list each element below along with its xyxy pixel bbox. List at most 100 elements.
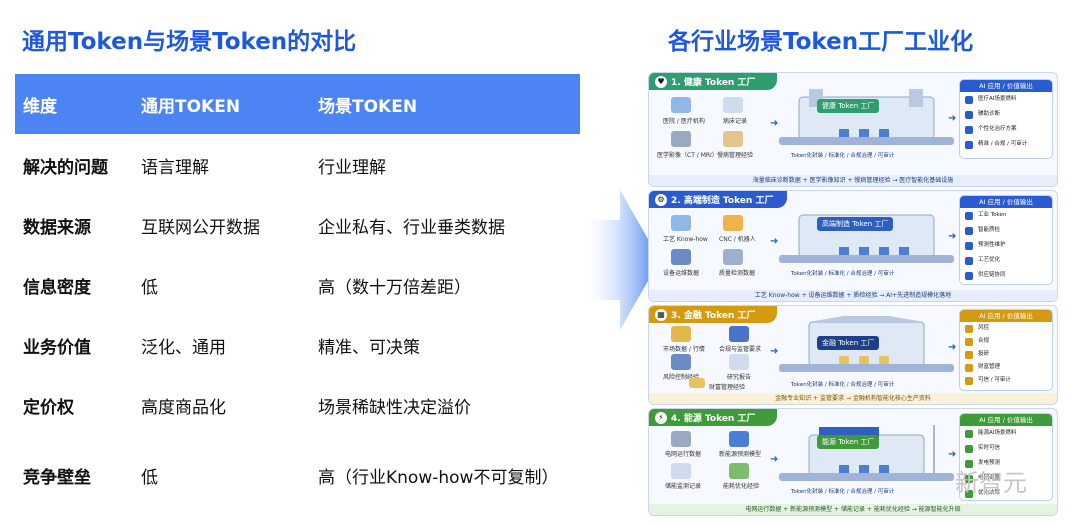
arrow-icon: ➜ — [770, 236, 779, 247]
output-item: 电网调度 — [960, 471, 1052, 486]
input-label: 新能源预测模型 — [719, 451, 762, 458]
input-label: 合规与监管要求 — [719, 346, 762, 353]
output-item: 个性化治疗方案 — [960, 122, 1052, 137]
dimension-cell: 解决的问题 — [23, 158, 108, 178]
shield-icon — [965, 325, 973, 333]
grid-icon — [965, 475, 973, 483]
magnifier-icon — [723, 249, 743, 265]
dimension-cell: 竞争壁垒 — [23, 468, 91, 488]
arrow-icon: ➜ — [770, 454, 779, 465]
ai-icon — [965, 96, 973, 104]
output-head: AI 应用 / 价值输出 — [960, 80, 1052, 92]
check-icon — [965, 377, 973, 385]
robot-icon — [723, 215, 743, 231]
table-row: 数据来源 互联网公开数据 企业私有、行业垂类数据 — [15, 194, 580, 254]
factory-caption: Token化封装 / 标准化 / 合规治理 / 可审计 — [791, 382, 895, 388]
panel-head: ⚡ 4. 能源 Token 工厂 — [649, 409, 777, 426]
wrench-icon — [965, 242, 973, 250]
input-label: 医学影像（CT / MRI） — [657, 152, 718, 159]
output-item: 辅助诊断 — [960, 107, 1052, 122]
report-icon — [729, 354, 749, 370]
cloud-icon — [671, 463, 691, 479]
left-title: 通用Token与场景Token的对比 — [22, 29, 357, 55]
output-item: 可信 / 可审计 — [960, 374, 1052, 387]
output-item: 工艺优化 — [960, 253, 1052, 268]
scale-icon — [965, 338, 973, 346]
chart-icon — [965, 351, 973, 359]
gauge-icon — [729, 463, 749, 479]
shield-icon — [965, 141, 973, 149]
output-item: 财富管理 — [960, 361, 1052, 374]
table-row: 业务价值 泛化、通用 精准、可决策 — [15, 314, 580, 374]
table-row: 竞争壁垒 低 高（行业Know-how不可复制） — [15, 434, 580, 504]
factory-sign: 高端制造 Token 工厂 — [817, 217, 894, 231]
panel-head: ⚙ 2. 高端制造 Token 工厂 — [649, 191, 787, 208]
output-item: 精准 / 合规 / 可审计 — [960, 137, 1052, 152]
output-item: 智能质检 — [960, 223, 1052, 238]
factory-sign: 健康 Token 工厂 — [817, 99, 880, 113]
factory-caption: Token化封装 / 标准化 / 合规治理 / 可审计 — [791, 271, 895, 277]
output-box: AI 应用 / 价值输出 医疗AI场景燃料 辅助诊断 个性化治疗方案 精准 / … — [959, 79, 1053, 159]
input-label: 设备运维数据 — [663, 270, 700, 277]
power-tower-icon — [671, 431, 691, 447]
output-item: 供应链协同 — [960, 268, 1052, 283]
leaf-icon — [965, 490, 973, 498]
chart-icon — [671, 326, 691, 342]
general-cell: 语言理解 — [141, 158, 209, 178]
scanner-icon — [671, 131, 691, 147]
hospital-icon — [671, 97, 691, 113]
record-icon — [723, 97, 743, 113]
finance-token-panel: ▦ 3. 金融 Token 工厂 市场数据 / 行情 合规与监管要求 风险控制经… — [648, 305, 1058, 405]
factory-sign: 金融 Token 工厂 — [817, 336, 880, 350]
ai-icon — [965, 430, 973, 438]
right-title: 各行业场景Token工厂工业化 — [668, 29, 974, 55]
general-cell: 互联网公开数据 — [141, 218, 260, 238]
panel-footer: 金融专业知识 + 监管要求 → 金融机构智能化核心生产资料 — [649, 393, 1057, 404]
panel-head: ▦ 3. 金融 Token 工厂 — [649, 306, 777, 323]
general-cell: 低 — [141, 468, 158, 488]
output-item: 医疗AI场景燃料 — [960, 92, 1052, 107]
scene-cell: 行业理解 — [318, 158, 386, 178]
header-cell: 通用TOKEN — [141, 96, 241, 117]
scene-cell: 精准、可决策 — [318, 338, 420, 358]
dimension-cell: 数据来源 — [23, 218, 91, 238]
output-box: AI 应用 / 价值输出 工业 Token 智能质检 预测性维护 工艺优化 供应… — [959, 195, 1053, 285]
input-label: 质量检测数据 — [719, 270, 756, 277]
manufacturing-token-panel: ⚙ 2. 高端制造 Token 工厂 工艺 Know-how CNC / 机器人… — [648, 190, 1058, 302]
dimension-cell: 信息密度 — [23, 278, 91, 298]
input-label: 工艺 Know-how — [663, 236, 708, 243]
heart-icon: ♥ — [655, 75, 667, 88]
header-cell: 维度 — [23, 96, 57, 117]
panel-footer: 电网运行数据 + 新能源预测模型 + 储能记录 + 能耗优化经验 → 能源智能化… — [649, 504, 1057, 515]
scene-cell: 高（数十万倍差距） — [318, 278, 471, 298]
arrow-icon: ➜ — [770, 118, 779, 129]
input-label: CNC / 机器人 — [719, 236, 756, 243]
output-box: AI 应用 / 价值输出 风控 合规 投研 财富管理 可信 / 可审计 — [959, 309, 1053, 391]
monitor-icon — [671, 249, 691, 265]
dimension-cell: 业务价值 — [23, 338, 91, 358]
output-head: AI 应用 / 价值输出 — [960, 196, 1052, 208]
energy-token-panel: ⚡ 4. 能源 Token 工厂 电网运行数据 新能源预测模型 储能监测记录 能… — [648, 408, 1058, 516]
scene-cell: 企业私有、行业垂类数据 — [318, 218, 505, 238]
input-label: 医院 / 医疗机构 — [663, 118, 705, 125]
input-label: 电网运行数据 — [665, 451, 702, 458]
factory-caption: Token化封装 / 标准化 / 合规治理 / 可审计 — [791, 153, 895, 159]
doctor-icon — [723, 131, 743, 147]
table-row: 定价权 高度商品化 场景稀缺性决定溢价 — [15, 374, 580, 434]
table-row: 信息密度 低 高（数十万倍差距） — [15, 254, 580, 314]
output-item: 合规 — [960, 335, 1052, 348]
input-label: 研究报告 — [727, 374, 752, 381]
arrow-icon: ➜ — [948, 113, 957, 124]
arrow-icon: ➜ — [948, 342, 957, 353]
arrow-icon: ➜ — [770, 346, 779, 357]
right-arrow-icon — [580, 190, 660, 330]
table-header: 维度 通用TOKEN 场景TOKEN — [15, 74, 580, 134]
engineer-icon — [671, 215, 691, 231]
output-item: 实时可信 — [960, 441, 1052, 456]
lightning-icon: ⚡ — [655, 411, 667, 424]
general-cell: 低 — [141, 278, 158, 298]
watermark: 新智元 — [955, 469, 1027, 497]
stethoscope-icon — [965, 111, 973, 119]
scene-cell: 场景稀缺性决定溢价 — [318, 398, 471, 418]
input-label: 慢病管理经验 — [717, 152, 754, 159]
